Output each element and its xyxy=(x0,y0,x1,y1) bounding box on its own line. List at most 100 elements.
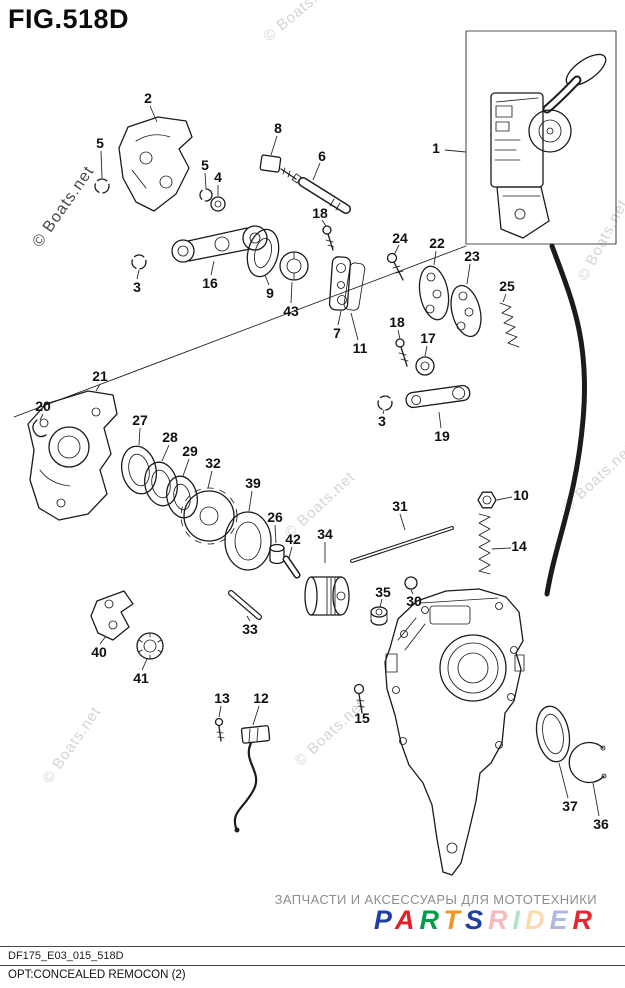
part-40-bracket xyxy=(90,590,134,641)
brand-logo-letter: S xyxy=(464,905,488,935)
part-callout-28: 28 xyxy=(162,429,178,445)
part-callout-19: 19 xyxy=(434,428,450,444)
part-36-circlip xyxy=(568,741,607,784)
part-callout-7: 7 xyxy=(333,325,341,341)
part-callout-12: 12 xyxy=(253,690,269,706)
part-callout-30: 30 xyxy=(406,593,422,609)
store-tagline: ЗАПЧАСТИ И АКСЕССУАРЫ ДЛЯ МОТОТЕХНИКИ xyxy=(274,892,597,907)
part-callout-4: 4 xyxy=(214,169,222,185)
part-callout-13: 13 xyxy=(214,690,230,706)
part-callout-20: 20 xyxy=(35,398,51,414)
part-callout-9: 9 xyxy=(266,285,274,301)
remocon-assembly-box xyxy=(465,30,617,245)
part-callout-1: 1 xyxy=(432,140,440,156)
part-21-bracket xyxy=(27,390,118,521)
brand-logo-letter: A xyxy=(394,905,420,935)
part-callout-2: 2 xyxy=(144,90,152,106)
brand-logo-letter: T xyxy=(443,905,465,935)
part-callout-33: 33 xyxy=(242,621,258,637)
brand-logo-letter: D xyxy=(524,905,550,935)
part-callout-6: 6 xyxy=(318,148,326,164)
part-23-cam-plate xyxy=(450,284,482,338)
brand-logo-letter: I xyxy=(512,905,525,935)
brand-logo-letter: R xyxy=(487,905,513,935)
part-24-screw xyxy=(386,252,404,281)
part-18-screw-lower xyxy=(395,338,409,367)
part-callout-3: 3 xyxy=(133,279,141,295)
part-callout-17: 17 xyxy=(420,330,436,346)
part-3-ering-left xyxy=(131,254,147,270)
part-41-grommet xyxy=(136,632,164,660)
part-37-ring xyxy=(535,705,571,763)
brand-logo-letter: R xyxy=(419,905,444,935)
figure-code: DF175_E03_015_518D xyxy=(8,950,124,962)
part-29-ring xyxy=(166,475,198,519)
part-callout-23: 23 xyxy=(464,248,480,264)
part-43-washer xyxy=(279,251,309,281)
part-35-bushing xyxy=(370,606,388,626)
footer-divider-bottom xyxy=(0,965,625,966)
part-callout-29: 29 xyxy=(182,443,198,459)
part-30-ball xyxy=(404,576,418,590)
part-callout-22: 22 xyxy=(429,235,445,251)
part-16-arm xyxy=(171,225,268,263)
part-31-rod xyxy=(350,526,454,563)
part-callout-25: 25 xyxy=(499,278,515,294)
part-callout-34: 34 xyxy=(317,526,333,542)
part-callout-8: 8 xyxy=(274,120,282,136)
part-9-gasket xyxy=(246,228,280,278)
part-callout-14: 14 xyxy=(511,538,527,554)
assembly-reference-line xyxy=(13,245,467,418)
part-callout-41: 41 xyxy=(133,670,149,686)
part-callout-31: 31 xyxy=(392,498,408,514)
part-5-ring-left xyxy=(94,178,110,194)
part-2-bracket xyxy=(118,116,193,212)
part-callout-36: 36 xyxy=(593,816,609,832)
part-10-nut xyxy=(477,491,497,509)
part-25-spring xyxy=(499,302,520,348)
part-27-ring xyxy=(120,445,158,495)
footer-divider-top xyxy=(0,946,625,947)
part-callout-27: 27 xyxy=(132,412,148,428)
part-20-clip xyxy=(32,419,47,438)
part-callout-42: 42 xyxy=(285,531,301,547)
part-12-connector-with-lead xyxy=(233,725,271,833)
part-14-spring xyxy=(478,513,491,575)
part-33-pin xyxy=(228,590,262,620)
control-cable xyxy=(544,243,588,597)
part-15-screw xyxy=(353,683,365,714)
part-callout-5: 5 xyxy=(96,135,104,151)
part-callout-32: 32 xyxy=(205,455,221,471)
brand-logo-letter: R xyxy=(572,905,597,935)
brand-logo-letter: E xyxy=(549,905,573,935)
part-callout-35: 35 xyxy=(375,584,391,600)
part-18-screw-upper xyxy=(322,225,335,251)
part-callout-37: 37 xyxy=(562,798,578,814)
part-13-screw xyxy=(214,717,225,742)
part-3-ering-right xyxy=(377,395,393,411)
part-callout-21: 21 xyxy=(92,368,108,384)
part-22-cam-plate xyxy=(418,265,450,321)
part-8-switch xyxy=(259,154,302,184)
part-6-pin xyxy=(298,177,351,214)
part-17-washer xyxy=(415,356,435,376)
figure-title: FIG.518D xyxy=(8,4,130,34)
figure-caption: OPT:CONCEALED REMOCON (2) xyxy=(8,969,186,981)
brand-logo: PARTSRIDER xyxy=(374,905,597,936)
brand-logo-letter: P xyxy=(373,905,395,935)
part-callout-26: 26 xyxy=(267,509,283,525)
part-26-bushing xyxy=(269,543,285,565)
part-callout-18: 18 xyxy=(312,205,328,221)
part-19-link xyxy=(405,384,471,409)
part-callout-10: 10 xyxy=(513,487,529,503)
housing-body xyxy=(384,588,525,876)
part-39-ring xyxy=(224,511,272,571)
part-callout-18: 18 xyxy=(389,314,405,330)
part-callout-5: 5 xyxy=(201,157,209,173)
part-callout-11: 11 xyxy=(353,340,368,356)
part-callout-24: 24 xyxy=(392,230,408,246)
leader-lines xyxy=(39,105,600,817)
part-callout-40: 40 xyxy=(91,644,107,660)
part-7-11-plates xyxy=(328,256,366,311)
